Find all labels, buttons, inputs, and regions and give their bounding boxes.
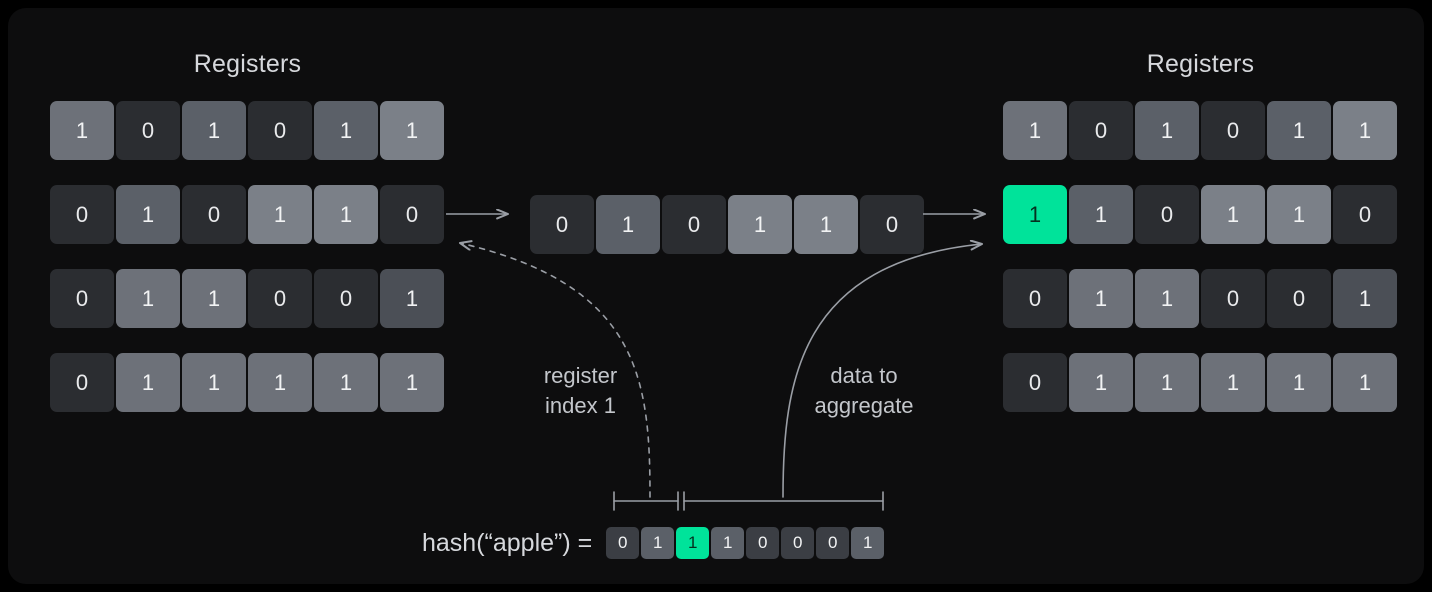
register-cell-r4-c5: 1 [1267, 353, 1331, 412]
register-cell-r4-c5: 1 [314, 353, 378, 412]
register-cell-r1-c1: 1 [1003, 101, 1067, 160]
register-cell-r2-c4: 1 [248, 185, 312, 244]
register-cell-r1-c5: 1 [314, 101, 378, 160]
register-cell-r3-c5: 0 [1267, 269, 1331, 328]
register-cell-r1-c4: 0 [248, 101, 312, 160]
register-cell-1: 0 [530, 195, 594, 254]
register-cell-r4-c1: 0 [50, 353, 114, 412]
register-cell-r3-c3: 1 [1135, 269, 1199, 328]
register-cell-r4-c1: 0 [1003, 353, 1067, 412]
callout-register-index: register index 1 [543, 363, 618, 418]
register-cell-3: 0 [662, 195, 726, 254]
register-cell-6: 0 [860, 195, 924, 254]
register-cell-4: 1 [728, 195, 792, 254]
register-cell-r1-c6: 1 [380, 101, 444, 160]
register-cell-r1-c1: 1 [50, 101, 114, 160]
register-cell-r3-c3: 1 [182, 269, 246, 328]
hash-bit-4: 1 [711, 527, 745, 559]
register-cell-r2-c2: 1 [116, 185, 180, 244]
register-cell-r2-c4: 1 [1201, 185, 1265, 244]
hash-bit-7: 0 [816, 527, 850, 559]
register-cell-r4-c6: 1 [1333, 353, 1397, 412]
register-cell-r2-c1: 0 [50, 185, 114, 244]
register-cell-r4-c4: 1 [248, 353, 312, 412]
register-cell-r2-c6: 0 [380, 185, 444, 244]
register-cell-r4-c4: 1 [1201, 353, 1265, 412]
left-registers-title: Registers [193, 50, 302, 78]
register-cell-r2-c5: 1 [314, 185, 378, 244]
hash-label: hash(“apple”) = [422, 528, 593, 557]
register-cell-2: 1 [596, 195, 660, 254]
register-cell-r3-c2: 1 [1069, 269, 1133, 328]
hash-bit-6: 0 [781, 527, 815, 559]
register-cell-r3-c2: 1 [116, 269, 180, 328]
register-cell-r3-c6: 1 [380, 269, 444, 328]
hash-bit-2: 1 [641, 527, 675, 559]
callout-data-to-aggregate: data to aggregate [814, 363, 914, 418]
register-cell-r1-c5: 1 [1267, 101, 1331, 160]
register-cell-r3-c5: 0 [314, 269, 378, 328]
register-cell-r3-c1: 0 [50, 269, 114, 328]
register-cell-r2-c3: 0 [1135, 185, 1199, 244]
register-cell-5: 1 [794, 195, 858, 254]
register-cell-r4-c6: 1 [380, 353, 444, 412]
register-cell-r1-c6: 1 [1333, 101, 1397, 160]
register-cell-r2-c3: 0 [182, 185, 246, 244]
register-cell-r1-c4: 0 [1201, 101, 1265, 160]
register-cell-r3-c4: 0 [1201, 269, 1265, 328]
register-cell-r4-c2: 1 [116, 353, 180, 412]
hash-bit-8: 1 [851, 527, 885, 559]
register-cell-r1-c3: 1 [182, 101, 246, 160]
register-cell-r1-c3: 1 [1135, 101, 1199, 160]
hash-bit-1: 0 [606, 527, 640, 559]
hash-bit-3: 1 [676, 527, 710, 559]
register-cell-r4-c2: 1 [1069, 353, 1133, 412]
right-registers-title: Registers [1146, 50, 1255, 78]
register-cell-r1-c2: 0 [1069, 101, 1133, 160]
register-cell-r2-c6: 0 [1333, 185, 1397, 244]
register-cell-r4-c3: 1 [1135, 353, 1199, 412]
register-cell-r2-c1: 1 [1003, 185, 1067, 244]
register-cell-r2-c2: 1 [1069, 185, 1133, 244]
hash-bit-5: 0 [746, 527, 780, 559]
register-cell-r4-c3: 1 [182, 353, 246, 412]
register-cell-r3-c1: 0 [1003, 269, 1067, 328]
register-cell-r2-c5: 1 [1267, 185, 1331, 244]
register-cell-r1-c2: 0 [116, 101, 180, 160]
register-cell-r3-c4: 0 [248, 269, 312, 328]
register-cell-r3-c6: 1 [1333, 269, 1397, 328]
